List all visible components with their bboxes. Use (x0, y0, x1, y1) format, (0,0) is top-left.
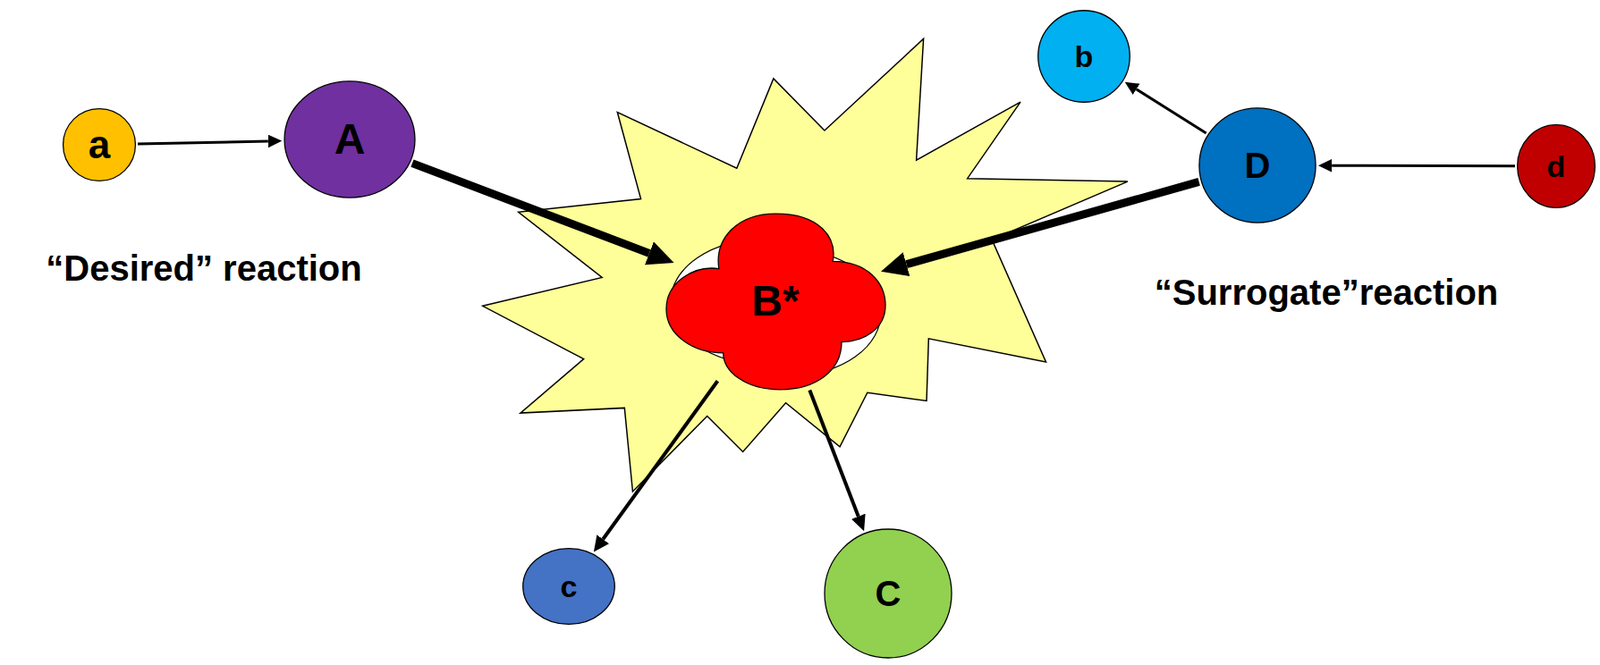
starburst (482, 38, 1128, 492)
circle-shape (1517, 125, 1596, 209)
node-label: b (1075, 41, 1094, 72)
circle-shape (63, 109, 136, 182)
nucleus-circle: A (283, 80, 416, 199)
reaction-arrow (1136, 89, 1207, 134)
node-label: c (560, 571, 578, 602)
node-label: a (88, 125, 111, 165)
reaction-arrow (602, 380, 718, 540)
node-label: C (875, 575, 902, 612)
reaction-arrow (809, 389, 858, 517)
circle-shape (1199, 108, 1316, 223)
circle-shape (523, 549, 616, 626)
reaction-arrow (137, 141, 269, 144)
reaction-label: “Desired” reaction (45, 248, 362, 288)
particle-circle: a (62, 108, 136, 182)
node-label: B* (751, 279, 799, 323)
particle-circle: b (1037, 9, 1131, 103)
particle-circle: d (1516, 124, 1596, 209)
circle-shape (1038, 10, 1131, 103)
reaction-arrow (412, 163, 650, 254)
node-label: d (1547, 151, 1567, 182)
particle-circle: c (522, 548, 616, 626)
circle-shape (284, 81, 415, 198)
reaction-arrow (1331, 164, 1516, 169)
blob-shape (666, 213, 886, 390)
reaction-arrow (905, 181, 1199, 264)
nucleus-circle: C (823, 528, 953, 660)
compound-nucleus: B* (666, 210, 886, 394)
node-label: D (1244, 147, 1271, 184)
reaction-label: “Surrogate”reaction (1154, 272, 1499, 313)
nucleus-circle: D (1198, 107, 1317, 224)
circle-shape (824, 529, 952, 659)
node-label: A (334, 118, 366, 161)
